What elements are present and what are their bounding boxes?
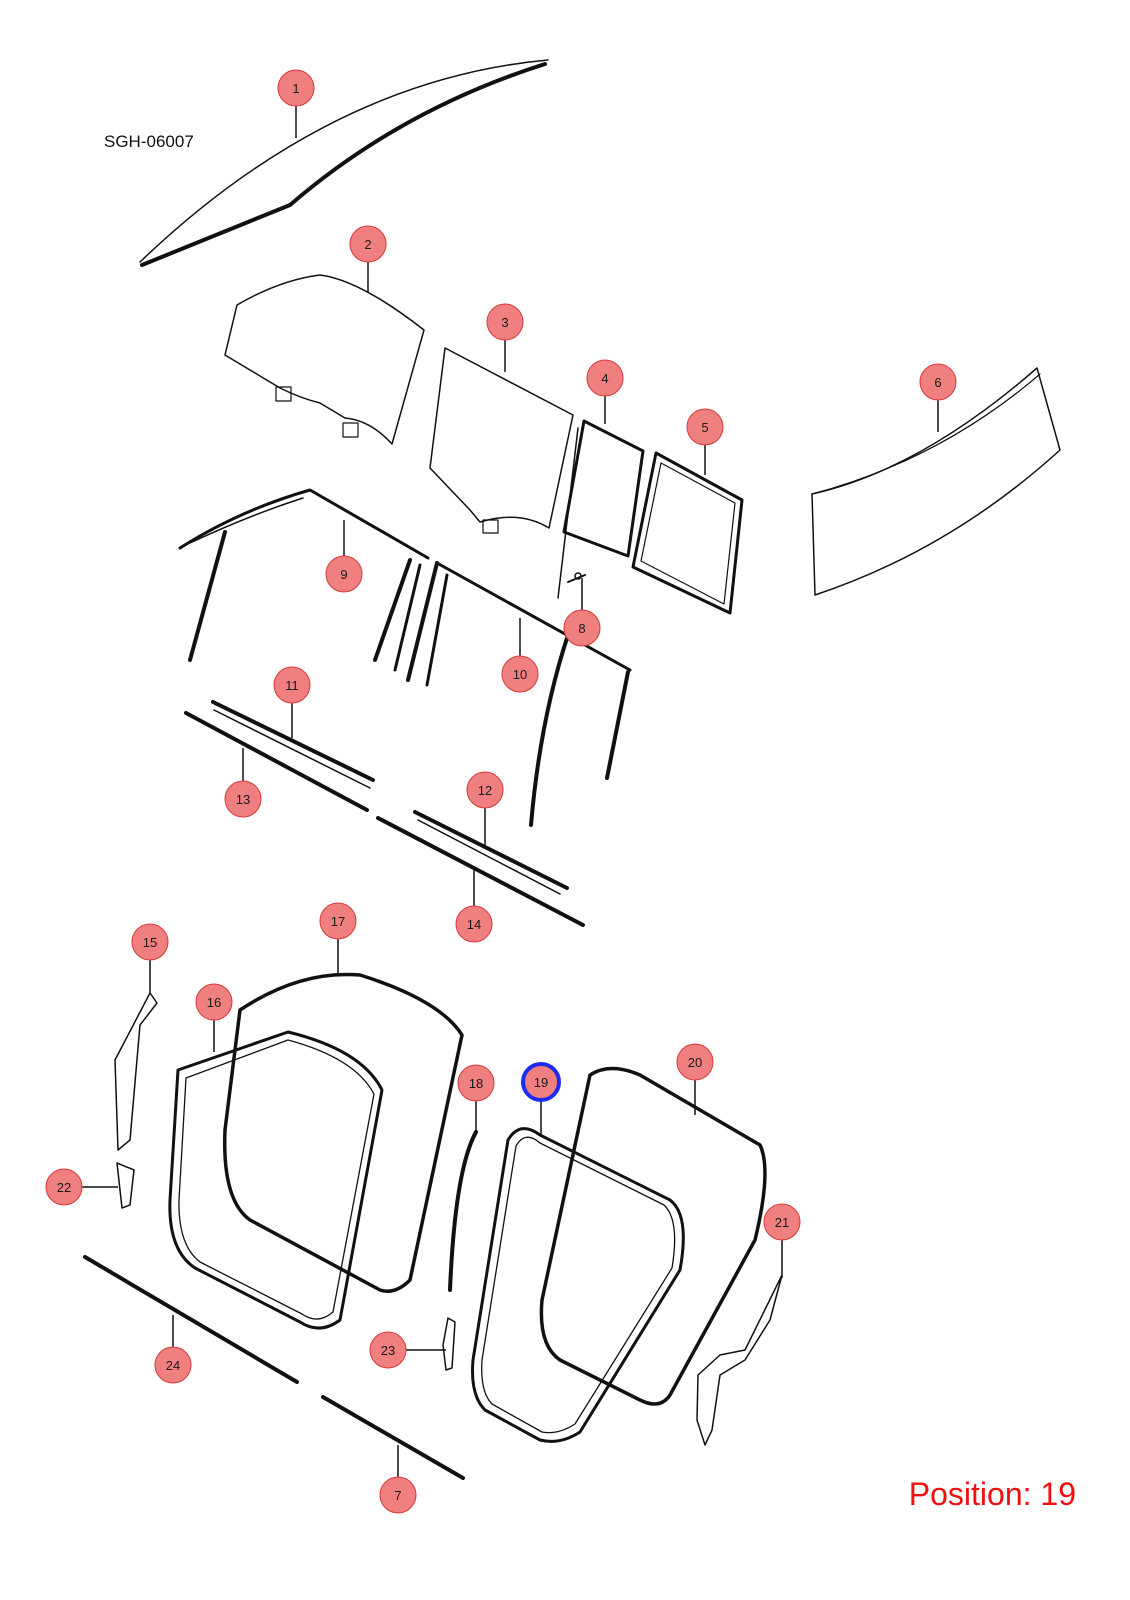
part-1-windshield-molding [139, 59, 549, 267]
callout-circle-16[interactable] [195, 983, 233, 1021]
callout-circle-10[interactable] [501, 655, 539, 693]
callout-12[interactable]: 12 [466, 771, 504, 809]
part-22-small-bracket [116, 1162, 135, 1209]
callout-circle-7[interactable] [379, 1476, 417, 1514]
callout-circle-13[interactable] [224, 780, 262, 818]
part-17-front-inner-weatherstrip [222, 972, 464, 1293]
callout-circle-8[interactable] [563, 609, 601, 647]
callout-circle-9[interactable] [325, 555, 363, 593]
callout-24[interactable]: 24 [154, 1346, 192, 1384]
part-12-rear-outer-belt [413, 810, 569, 895]
callout-22[interactable]: 22 [45, 1168, 83, 1206]
callout-17[interactable]: 17 [319, 902, 357, 940]
callout-5[interactable]: 5 [686, 408, 724, 446]
callout-21[interactable]: 21 [763, 1203, 801, 1241]
callout-3[interactable]: 3 [486, 303, 524, 341]
part-14-rear-inner-belt [376, 816, 585, 927]
part-10-rear-door-channel [406, 561, 632, 827]
callout-13[interactable]: 13 [224, 780, 262, 818]
callout-circle-20[interactable] [676, 1043, 714, 1081]
callout-16[interactable]: 16 [195, 983, 233, 1021]
callout-2[interactable]: 2 [349, 225, 387, 263]
callout-15[interactable]: 15 [131, 923, 169, 961]
callout-1[interactable]: 1 [277, 69, 315, 107]
callout-circle-19[interactable] [521, 1062, 561, 1102]
drawing-code: SGH-06007 [104, 132, 194, 151]
callout-circle-6[interactable] [919, 363, 957, 401]
part-11-front-outer-belt [211, 700, 375, 789]
callout-9[interactable]: 9 [325, 555, 363, 593]
callout-circle-11[interactable] [273, 666, 311, 704]
callout-circle-1[interactable] [277, 69, 315, 107]
callout-23[interactable]: 23 [369, 1331, 407, 1369]
part-13-front-inner-belt [184, 711, 369, 812]
callout-14[interactable]: 14 [455, 905, 493, 943]
callout-6[interactable]: 6 [919, 363, 957, 401]
leader-lines [82, 106, 939, 1477]
part-3-rear-door-glass [429, 347, 574, 534]
part-4-quarter-glass [557, 419, 645, 599]
part-6-rear-window [811, 367, 1061, 596]
callout-8[interactable]: 8 [563, 609, 601, 647]
position-label: Position: [908, 1476, 1032, 1512]
position-readout: Position: 19 [909, 1476, 1076, 1513]
position-value: 19 [1040, 1476, 1076, 1512]
part-20-rear-inner-weatherstrip [539, 1066, 767, 1406]
callout-circle-23[interactable] [369, 1331, 407, 1369]
callout-circle-22[interactable] [45, 1168, 83, 1206]
callout-circle-21[interactable] [763, 1203, 801, 1241]
callout-circle-14[interactable] [455, 905, 493, 943]
part-23-small-bracket [442, 1317, 456, 1371]
callout-circle-4[interactable] [586, 359, 624, 397]
part-21-bracket [696, 1274, 783, 1446]
part-5-fixed-side-glass [631, 451, 744, 615]
callout-18[interactable]: 18 [457, 1064, 495, 1102]
callout-4[interactable]: 4 [586, 359, 624, 397]
callout-circle-17[interactable] [319, 902, 357, 940]
part-8-clip [567, 572, 586, 583]
part-2-front-door-glass [224, 274, 425, 445]
callout-circle-24[interactable] [154, 1346, 192, 1384]
part-9-front-door-channel [178, 488, 430, 672]
callout-7[interactable]: 7 [379, 1476, 417, 1514]
part-24-front-rocker-molding [83, 1255, 299, 1384]
callout-circle-3[interactable] [486, 303, 524, 341]
part-7-rear-rocker-molding [321, 1395, 465, 1480]
part-19-rear-outer-weatherstrip [471, 1127, 685, 1443]
callout-circle-12[interactable] [466, 771, 504, 809]
part-15-bracket [114, 992, 158, 1151]
callout-circle-15[interactable] [131, 923, 169, 961]
callout-circle-18[interactable] [457, 1064, 495, 1102]
callout-11[interactable]: 11 [273, 666, 311, 704]
callout-circle-2[interactable] [349, 225, 387, 263]
callout-19[interactable]: 19 [521, 1062, 561, 1102]
callout-10[interactable]: 10 [501, 655, 539, 693]
part-18-seal-strip [448, 1130, 478, 1292]
callout-20[interactable]: 20 [676, 1043, 714, 1081]
part-16-front-outer-weatherstrip [168, 1030, 384, 1330]
callout-circle-5[interactable] [686, 408, 724, 446]
